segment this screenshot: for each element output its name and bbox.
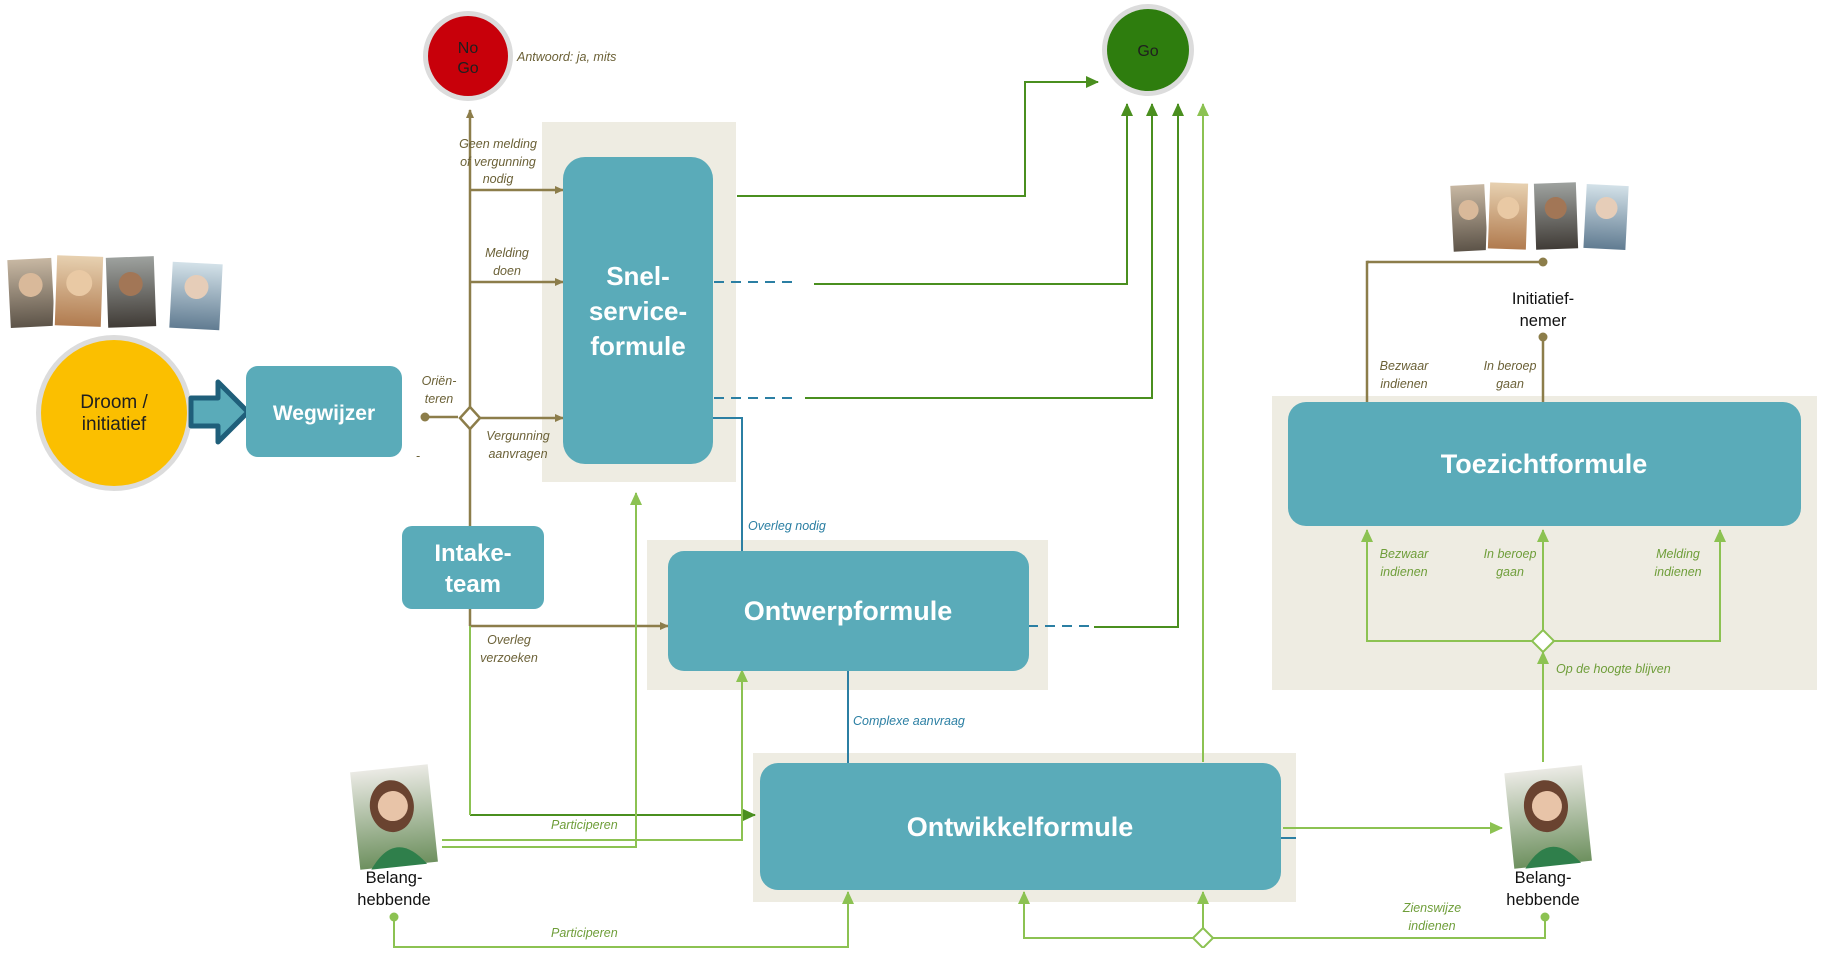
- connector-labels: Antwoord: ja, mits Geen melding of vergu…: [416, 50, 1702, 940]
- entry-arrow-icon: [188, 379, 251, 445]
- decision-diamond-left: [458, 405, 482, 431]
- label-orienteren-1: Oriën-: [422, 374, 457, 388]
- svg-text:service-: service-: [589, 296, 687, 326]
- label-orienteren-2: teren: [425, 392, 454, 406]
- label-complexe: Complexe aanvraag: [853, 714, 965, 728]
- nogo-label-1: No: [458, 40, 479, 57]
- label-melding-doen-1: Melding: [485, 246, 529, 260]
- decision-diamond-bottom: [1191, 926, 1215, 950]
- go-circle: Go: [1102, 4, 1194, 96]
- ontwikkel-box[interactable]: Ontwikkelformule: [760, 763, 1281, 890]
- belang-right-2: hebbende: [1506, 891, 1579, 909]
- wegwijzer-box[interactable]: Wegwijzer: [246, 366, 402, 457]
- belang-right-1: Belang-: [1515, 869, 1572, 887]
- droom-circle: Droom / initiatief: [36, 335, 192, 491]
- label-inberoep-bot-2: gaan: [1496, 565, 1524, 579]
- label-melding-indienen-2: indienen: [1654, 565, 1701, 579]
- label-participeren-2: Participeren: [551, 926, 618, 940]
- initiatiefnemer-1: Initiatief-: [1512, 290, 1574, 308]
- label-geen-melding-3: nodig: [483, 172, 514, 186]
- label-op-de-hoogte: Op de hoogte blijven: [1556, 662, 1671, 676]
- group-photo-right: [1448, 180, 1631, 254]
- label-overleg-nodig: Overleg nodig: [748, 519, 826, 533]
- svg-text:Intake-: Intake-: [434, 540, 511, 567]
- belang-photo-right: [1502, 762, 1595, 872]
- belang-left-2: hebbende: [357, 891, 430, 909]
- label-inberoep-top-1: In beroep: [1484, 359, 1537, 373]
- label-geen-melding-2: of vergunning: [460, 155, 536, 169]
- olive-connectors: [425, 109, 1545, 630]
- label-bezwaar-top-1: Bezwaar: [1380, 359, 1429, 373]
- label-bezwaar-top-2: indienen: [1380, 377, 1427, 391]
- nogo-circle: No Go: [423, 11, 513, 101]
- label-overleg-verzoeken-1: Overleg: [487, 633, 531, 647]
- blue-connectors: [713, 281, 1296, 839]
- belang-left-dot: [389, 912, 399, 922]
- svg-text:team: team: [445, 571, 501, 598]
- label-overleg-verzoeken-2: verzoeken: [480, 651, 538, 665]
- label-bezwaar-bot-1: Bezwaar: [1380, 547, 1429, 561]
- label-geen-melding-1: Geen melding: [459, 137, 537, 151]
- snelservice-box[interactable]: Snel- service- formule: [563, 157, 713, 464]
- svg-text:Toezichtformule: Toezichtformule: [1441, 449, 1648, 479]
- intake-box[interactable]: Intake- team: [402, 526, 544, 609]
- start-dot: [420, 412, 430, 422]
- initiatiefnemer-2: nemer: [1520, 312, 1567, 330]
- svg-text:Wegwijzer: Wegwijzer: [273, 402, 375, 425]
- nogo-label-2: Go: [457, 60, 478, 77]
- droom-label-1: Droom /: [80, 392, 148, 413]
- label-inberoep-top-2: gaan: [1496, 377, 1524, 391]
- belang-left-1: Belang-: [366, 869, 423, 887]
- belang-photo-left: [347, 761, 441, 873]
- svg-text:Snel-: Snel-: [606, 261, 670, 291]
- droom-label-2: initiatief: [82, 414, 147, 435]
- group-photo-left: [5, 253, 225, 333]
- light-green-connectors: [393, 103, 1726, 948]
- label-inberoep-bot-1: In beroep: [1484, 547, 1537, 561]
- belang-right-dot: [1540, 912, 1550, 922]
- decision-diamond-right: [1530, 628, 1556, 654]
- label-bezwaar-bot-2: indienen: [1380, 565, 1427, 579]
- label-vergunning-1: Vergunning: [486, 429, 550, 443]
- label-participeren-1: Participeren: [551, 818, 618, 832]
- actor-labels: Initiatief- nemer Belang- hebbende Belan…: [357, 290, 1579, 909]
- svg-text:Ontwerpformule: Ontwerpformule: [744, 596, 953, 626]
- label-antwoord: Antwoord: ja, mits: [516, 50, 616, 64]
- go-label: Go: [1137, 43, 1158, 60]
- label-melding-doen-2: doen: [493, 264, 521, 278]
- initiatief-dot-bot: [1538, 332, 1548, 342]
- label-melding-indienen-1: Melding: [1656, 547, 1700, 561]
- label-zienswijze-2: indienen: [1408, 919, 1455, 933]
- initiatief-dot-top: [1538, 257, 1548, 267]
- label-dash: -: [416, 449, 420, 463]
- label-zienswijze-1: Zienswijze: [1402, 901, 1461, 915]
- go-connectors: [470, 76, 1184, 821]
- svg-text:Ontwikkelformule: Ontwikkelformule: [907, 812, 1134, 842]
- ontwerp-box[interactable]: Ontwerpformule: [668, 551, 1029, 671]
- svg-text:formule: formule: [590, 331, 685, 361]
- toezicht-box[interactable]: Toezichtformule: [1288, 402, 1801, 526]
- label-vergunning-2: aanvragen: [488, 447, 547, 461]
